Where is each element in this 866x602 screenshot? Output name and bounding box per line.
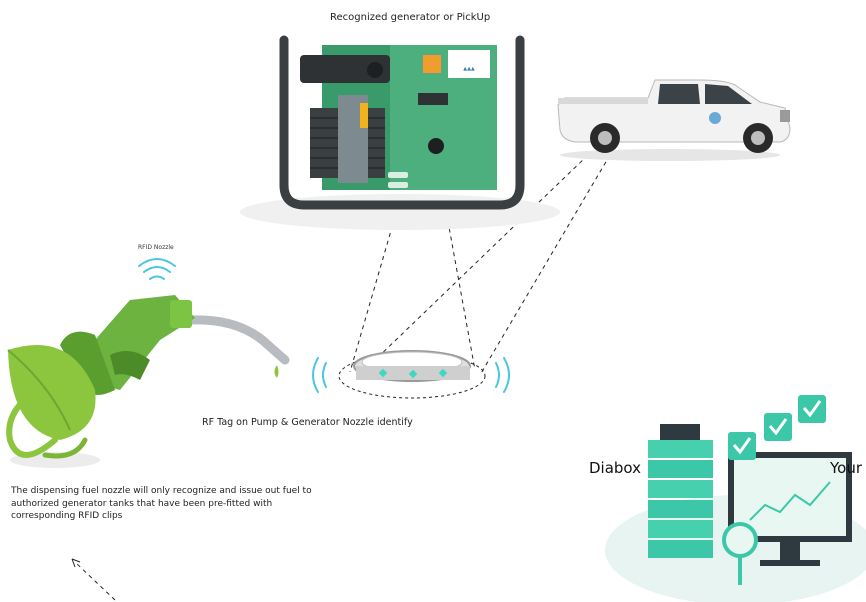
generator-caption: Recognized generator or PickUp bbox=[330, 12, 491, 23]
nozzle-caption: RFID Nozzle bbox=[138, 244, 174, 251]
description-text: The dispensing fuel nozzle will only rec… bbox=[11, 486, 312, 521]
dashed-line-gen-right bbox=[444, 204, 476, 371]
dashed-line-truck-left bbox=[372, 154, 589, 363]
dashed-arrow-line bbox=[74, 561, 116, 601]
your-label: Your bbox=[830, 459, 863, 477]
arrow-head bbox=[71, 558, 81, 568]
diabox-label: Diabox bbox=[589, 459, 642, 477]
svg-text:▲▲▲: ▲▲▲ bbox=[463, 66, 475, 72]
rf-tag-caption: RF Tag on Pump & Generator Nozzle identi… bbox=[202, 417, 413, 428]
dashed-line-truck-right bbox=[479, 154, 611, 376]
